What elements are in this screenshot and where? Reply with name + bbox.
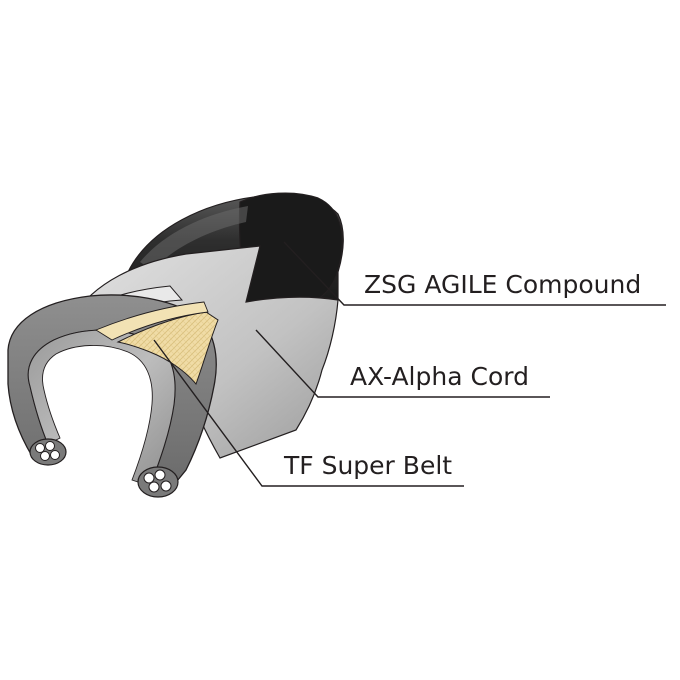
bead-wire xyxy=(154,469,166,481)
bead-wire xyxy=(148,481,160,493)
label-cord: AX-Alpha Cord xyxy=(350,362,529,391)
belt-layer xyxy=(95,301,219,385)
bead-wire xyxy=(40,451,50,461)
tread-highlight xyxy=(140,206,248,270)
leader-line-cord xyxy=(255,329,550,398)
callout-labels: ZSG AGILE Compound AX-Alpha Cord TF Supe… xyxy=(283,270,641,480)
bead-wire xyxy=(143,472,155,484)
bead-wire xyxy=(160,480,172,492)
belt-top-edge xyxy=(95,301,209,341)
bead-wire xyxy=(45,441,55,451)
leader-line-belt xyxy=(153,339,464,487)
label-belt: TF Super Belt xyxy=(283,451,452,480)
bead-wire xyxy=(50,450,60,460)
leader-lines xyxy=(153,241,666,487)
bead-wire xyxy=(35,443,45,453)
leader-line-compound xyxy=(283,241,666,306)
belt-strip xyxy=(116,311,219,385)
bead-right xyxy=(137,466,179,498)
label-compound: ZSG AGILE Compound xyxy=(364,270,641,299)
bead-left xyxy=(29,438,67,466)
